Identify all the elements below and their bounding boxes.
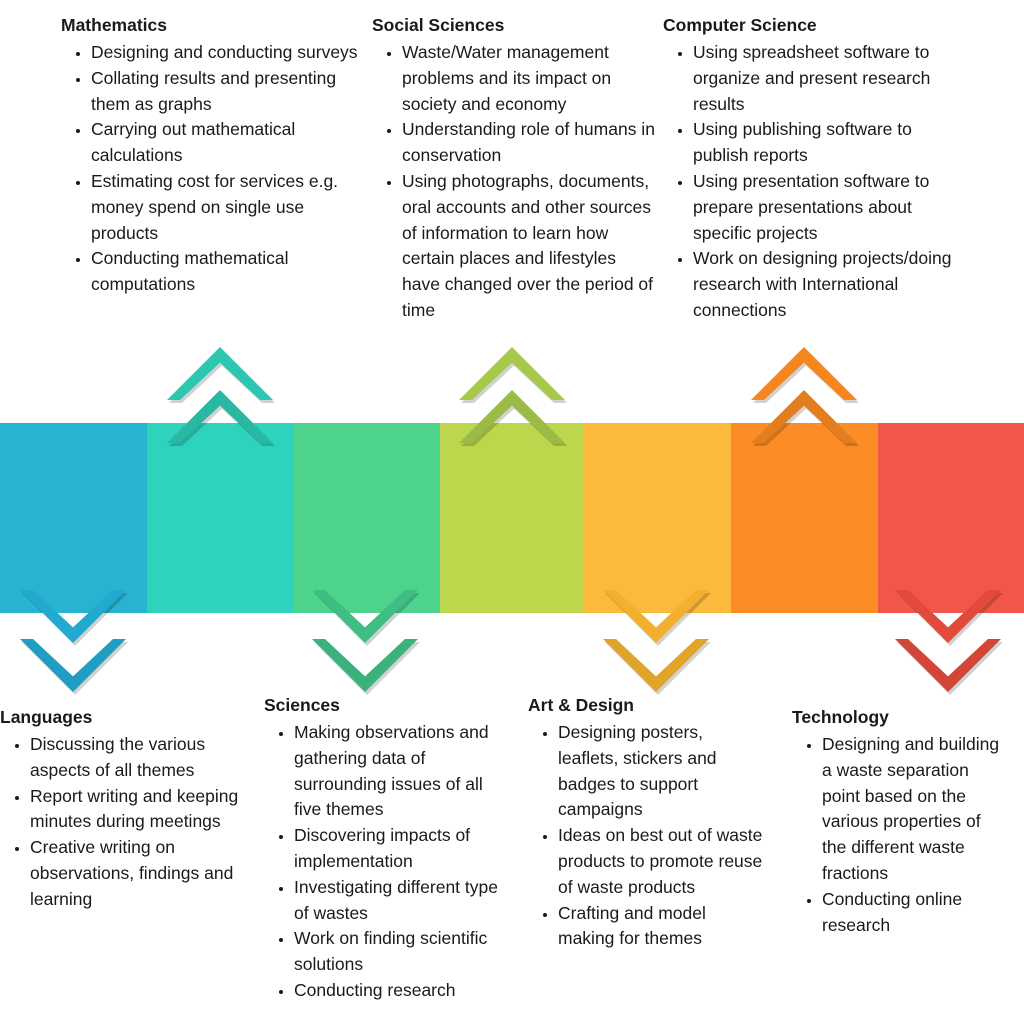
computer-science-section: Computer Science Using spreadsheet softw… bbox=[663, 14, 963, 324]
list-item: Using presentation software to prepare p… bbox=[693, 169, 963, 246]
technology-chevron bbox=[895, 639, 1001, 692]
technology-chevron-shadow bbox=[897, 642, 1003, 695]
list-item: Conducting mathematical computations bbox=[91, 246, 361, 298]
technology-title: Technology bbox=[792, 707, 889, 727]
list-item: Designing posters, leaflets, stickers an… bbox=[558, 720, 763, 823]
list-item: Conducting research bbox=[294, 978, 514, 1004]
band-segment-lime bbox=[440, 423, 584, 613]
band-segment-blue bbox=[0, 423, 147, 613]
list-item: Work on designing projects/doing researc… bbox=[693, 246, 963, 323]
sciences-chevron-shadow bbox=[314, 642, 420, 695]
social-chevron bbox=[459, 347, 565, 400]
list-item: Creative writing on observations, findin… bbox=[30, 835, 250, 912]
list-item: Using photographs, documents, oral accou… bbox=[402, 169, 657, 324]
languages-chevron bbox=[20, 639, 126, 692]
list-item: Crafting and model making for themes bbox=[558, 901, 763, 953]
band-segment-teal bbox=[147, 423, 294, 613]
list-item: Conducting online research bbox=[822, 887, 1007, 939]
computer-chevron bbox=[751, 347, 857, 400]
social-sciences-list: Waste/Water management problems and its … bbox=[372, 40, 657, 324]
list-item: Discussing the various aspects of all th… bbox=[30, 732, 250, 784]
list-item: Collating results and presenting them as… bbox=[91, 66, 361, 118]
languages-title: Languages bbox=[0, 707, 93, 727]
computer-chevron-shadow bbox=[753, 350, 859, 403]
list-item: Discovering impacts of implementation bbox=[294, 823, 514, 875]
mathematics-chevron-shadow bbox=[169, 350, 275, 403]
social-chevron-shadow bbox=[461, 350, 567, 403]
list-item: Carrying out mathematical calculations bbox=[91, 117, 361, 169]
art-chevron bbox=[603, 639, 709, 692]
sciences-section: Sciences Making observations and gatheri… bbox=[264, 694, 514, 1004]
languages-chevron-shadow bbox=[22, 642, 128, 695]
list-item: Estimating cost for services e.g. money … bbox=[91, 169, 361, 246]
computer-science-list: Using spreadsheet software to organize a… bbox=[663, 40, 963, 324]
sciences-title: Sciences bbox=[264, 695, 340, 715]
band-segment-yellow bbox=[584, 423, 731, 613]
social-sciences-title: Social Sciences bbox=[372, 15, 505, 35]
social-sciences-section: Social Sciences Waste/Water management p… bbox=[372, 14, 657, 324]
list-item: Using spreadsheet software to organize a… bbox=[693, 40, 963, 117]
list-item: Making observations and gathering data o… bbox=[294, 720, 514, 823]
mathematics-title: Mathematics bbox=[61, 15, 168, 35]
list-item: Designing and conducting surveys bbox=[91, 40, 361, 66]
languages-section: Languages Discussing the various aspects… bbox=[0, 706, 250, 913]
languages-list: Discussing the various aspects of all th… bbox=[0, 732, 250, 913]
mathematics-list: Designing and conducting surveysCollatin… bbox=[61, 40, 361, 298]
art-design-title: Art & Design bbox=[528, 695, 634, 715]
technology-section: Technology Designing and building a wast… bbox=[792, 706, 1007, 938]
sciences-list: Making observations and gathering data o… bbox=[264, 720, 514, 1004]
art-design-list: Designing posters, leaflets, stickers an… bbox=[528, 720, 763, 952]
list-item: Understanding role of humans in conserva… bbox=[402, 117, 657, 169]
sciences-chevron bbox=[312, 639, 418, 692]
list-item: Report writing and keeping minutes durin… bbox=[30, 784, 250, 836]
band-segment-red bbox=[878, 423, 1024, 613]
list-item: Using publishing software to publish rep… bbox=[693, 117, 963, 169]
list-item: Designing and building a waste separatio… bbox=[822, 732, 1007, 887]
list-item: Waste/Water management problems and its … bbox=[402, 40, 657, 117]
art-chevron-shadow bbox=[605, 642, 711, 695]
computer-science-title: Computer Science bbox=[663, 15, 817, 35]
art-design-section: Art & Design Designing posters, leaflets… bbox=[528, 694, 763, 952]
mathematics-section: Mathematics Designing and conducting sur… bbox=[61, 14, 361, 298]
list-item: Ideas on best out of waste products to p… bbox=[558, 823, 763, 900]
mathematics-chevron bbox=[167, 347, 273, 400]
band-segment-green bbox=[294, 423, 440, 613]
technology-list: Designing and building a waste separatio… bbox=[792, 732, 1007, 938]
band-segment-orange bbox=[731, 423, 878, 613]
list-item: Work on finding scientific solutions bbox=[294, 926, 514, 978]
list-item: Investigating different type of wastes bbox=[294, 875, 514, 927]
color-band bbox=[0, 423, 1024, 613]
